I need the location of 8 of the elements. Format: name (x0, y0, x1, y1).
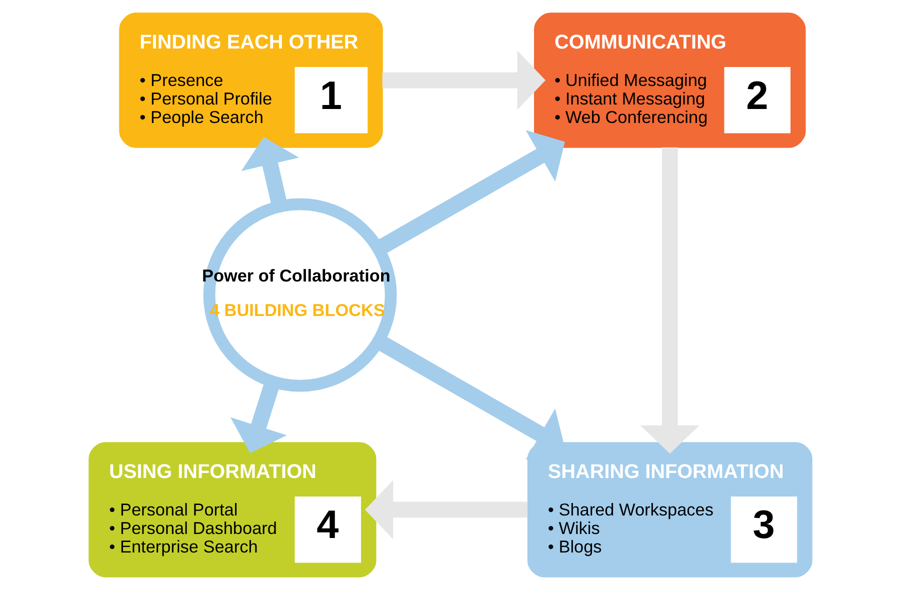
node-box: FINDING EACH OTHER • Presence • Personal Profile • People Search 1 (119, 12, 383, 148)
node-box: SHARING INFORMATION • Shared Workspaces • Wikis • Blogs 3 (527, 442, 812, 578)
arrow (382, 50, 546, 110)
arrow (365, 480, 528, 540)
node-box: USING INFORMATION • Personal Portal • Personal Dashboard • Enterprise Search 4 (88, 442, 376, 578)
arrow (640, 147, 700, 454)
node-box: COMMUNICATING • Unified Messaging • Instant Messaging • Web Conferencing 2 (534, 12, 806, 148)
node-circle: Power of Collaboration 4 BUILDING BLOCKS (203, 198, 397, 392)
